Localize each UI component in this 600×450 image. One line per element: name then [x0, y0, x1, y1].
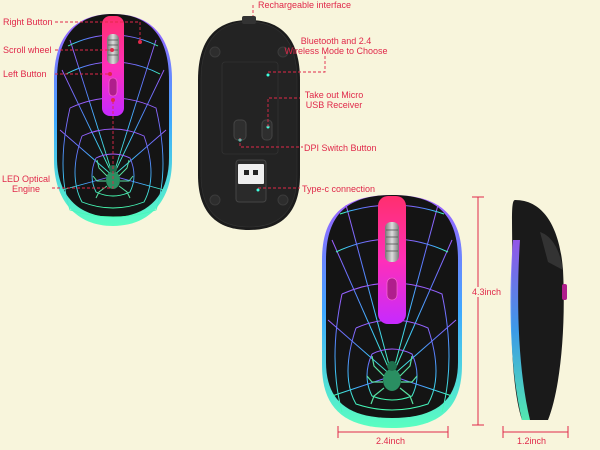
label-bluetooth-line1: Bluetooth and 2.4 [300, 36, 372, 46]
dpi-button-graphic [108, 77, 118, 97]
dimension-height-label: 1.2inch [516, 436, 548, 446]
label-led-optical: LED Optical Engine [2, 174, 50, 194]
label-scroll-wheel: Scroll wheel [3, 45, 52, 55]
mode-switch-graphic [233, 119, 247, 141]
dimension-width-label: 2.4inch [375, 436, 407, 446]
dimension-lines [337, 196, 569, 438]
label-led-line2: Engine [11, 184, 41, 194]
callout-dot-led [111, 98, 115, 102]
mouse-side-view [510, 200, 567, 420]
callout-dot-left-button [108, 72, 112, 76]
mouse-bottom-view [198, 16, 300, 230]
label-typec: Type-c connection [302, 184, 376, 194]
label-bluetooth-line2: Wireless Mode to Choose [284, 46, 388, 56]
label-rechargeable-interface: Rechargeable interface [258, 0, 352, 10]
label-right-button: Right Button [3, 17, 53, 27]
callout-dot-scroll-wheel [110, 48, 114, 52]
dimension-length-label: 4.3inch [471, 287, 503, 297]
label-usb-receiver: Take out Micro USB Receiver [296, 90, 372, 110]
label-dpi-switch: DPI Switch Button [304, 143, 377, 153]
label-bluetooth-mode: Bluetooth and 2.4 Wireless Mode to Choos… [278, 36, 394, 56]
label-left-button: Left Button [3, 69, 47, 79]
callout-leaders [52, 5, 326, 189]
mouse-large-top-view [322, 195, 462, 428]
spider-icon [92, 159, 134, 199]
label-receiver-line2: USB Receiver [305, 100, 363, 110]
label-led-line1: LED Optical [2, 174, 51, 184]
callout-dot-right-button [138, 40, 142, 44]
charging-port-graphic [242, 16, 256, 24]
label-receiver-line1: Take out Micro [304, 90, 364, 100]
mouse-top-view [54, 14, 172, 226]
